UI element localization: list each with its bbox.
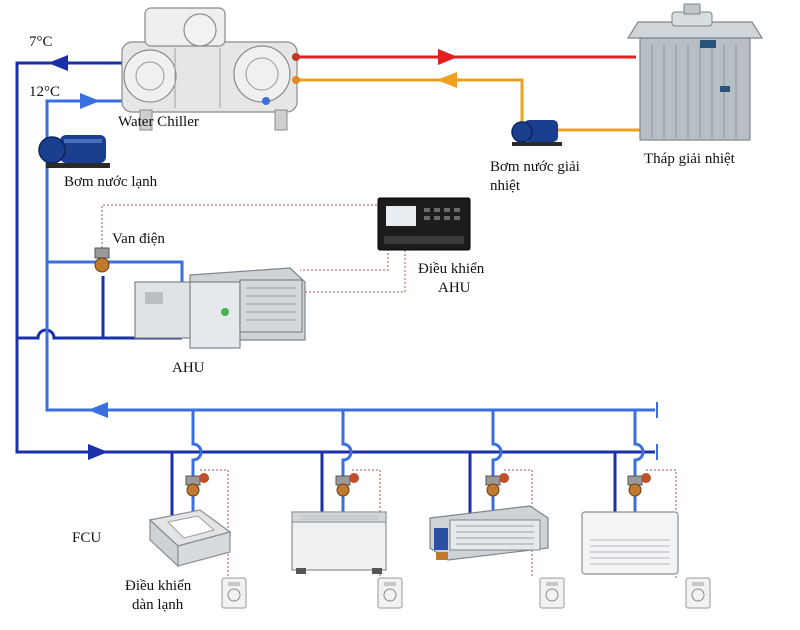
- cooling-water-pump-icon: [511, 120, 562, 146]
- cooling-tower-icon: [626, 3, 764, 141]
- thermostat-icon-4: [685, 577, 711, 609]
- fcu-valve-icon-3: [485, 473, 509, 497]
- ducted-fcu-icon: [429, 505, 549, 561]
- thermostat-icon-2: [377, 577, 403, 609]
- fcu-valve-icon-2: [335, 473, 359, 497]
- return-flow-arrows: [80, 93, 108, 418]
- return-pipe-network: [45, 99, 655, 518]
- air-handling-unit-icon: [134, 267, 306, 349]
- fcu-valve-icon-4: [627, 473, 651, 497]
- cooling-pump-label-line2: nhiệt: [490, 178, 521, 194]
- fcu-valve-icon-1: [185, 473, 209, 497]
- condenser-return-arrow: [437, 72, 457, 88]
- condenser-hot-pipe: [297, 49, 636, 65]
- ahu-controller-icon: [377, 197, 471, 251]
- thermostat-icon-1: [221, 577, 247, 609]
- supply-pipe-network: [15, 61, 655, 532]
- fcu-label: FCU: [72, 530, 101, 546]
- chiller-label: Water Chiller: [118, 114, 199, 130]
- supply-flow-arrows: [48, 55, 108, 460]
- thermostats: [221, 577, 711, 609]
- ahu-control-label-line1: Điều khiển: [418, 261, 485, 277]
- floor-fcu-icon: [291, 511, 387, 574]
- chilled-pump-label: Bơm nước lạnh: [64, 174, 158, 190]
- fcu-control-label-line1: Điều khiển: [125, 578, 192, 594]
- fcu-valves: [185, 473, 651, 497]
- return-temp-label: 12°C: [29, 84, 60, 100]
- cooling-tower-label: Tháp giải nhiệt: [644, 151, 736, 167]
- valve-label: Van điện: [112, 231, 165, 247]
- fcu-control-label-line2: dàn lạnh: [132, 597, 184, 613]
- thermostat-icon-3: [539, 577, 565, 609]
- ahu-label: AHU: [172, 360, 205, 376]
- supply-temp-label: 7°C: [29, 34, 53, 50]
- ceiling-fcu-icon: [581, 511, 679, 575]
- chilled-water-pump-icon: [38, 135, 110, 168]
- cassette-fcu-icon: [148, 509, 232, 568]
- ahu-valve-icon: [94, 247, 110, 273]
- water-chiller-icon: [121, 7, 300, 131]
- cooling-pump-label-line1: Bơm nước giải: [490, 159, 580, 175]
- ahu-control-label-line2: AHU: [438, 280, 471, 296]
